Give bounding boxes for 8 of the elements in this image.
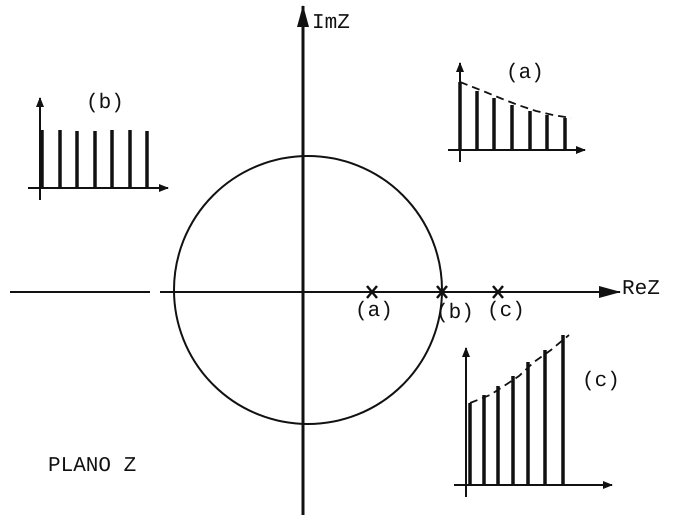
pole-label: (a) [355,300,393,324]
plot-label: (c) [582,370,620,394]
axis-label: ImZ [312,12,350,36]
plane-title: PLANO Z [48,455,136,479]
pole-label: (c) [487,300,525,324]
axis-label: ReZ [622,278,660,302]
plot-label: (a) [506,62,544,86]
plot-label: (b) [86,92,124,116]
